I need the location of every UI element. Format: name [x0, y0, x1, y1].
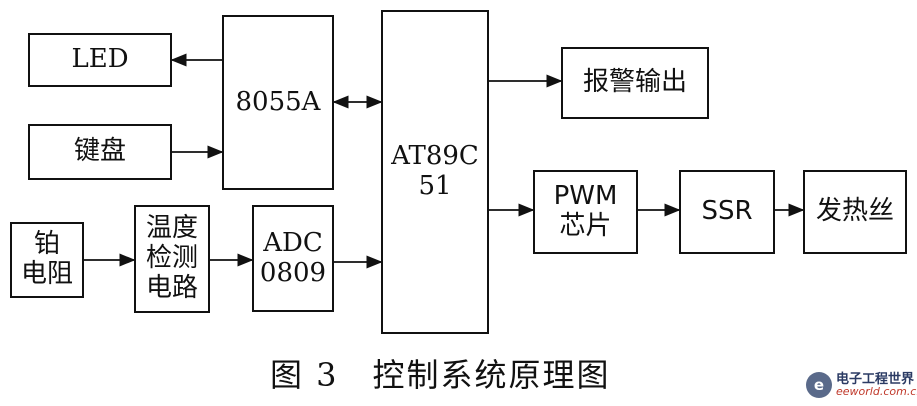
temp-label-line3: 电路	[145, 272, 198, 303]
chip-8055a-label: 8055A	[235, 86, 321, 117]
keyboard-label: 键盘	[73, 136, 126, 167]
platinum-resistor-block: 铂 电阻	[10, 222, 84, 298]
temp-label-line1: 温度	[145, 213, 198, 244]
watermark: e 电子工程世界 eeworld.com.cn	[806, 368, 917, 402]
pwm-label-line2: 芯片	[559, 211, 612, 241]
chip-8055a-block: 8055A	[222, 15, 334, 190]
watermark-title: 电子工程世界	[836, 372, 915, 387]
pwm-label-line1: PWM	[553, 181, 618, 212]
led-block: LED	[28, 33, 172, 87]
temp-detect-circuit-block: 温度 检测 电路	[134, 205, 210, 313]
alarm-output-block: 报警输出	[561, 47, 709, 119]
watermark-site: eeworld.com.cn	[836, 385, 917, 398]
adc-block: ADC 0809	[252, 205, 334, 312]
temp-label-line2: 检测	[145, 243, 198, 274]
mcu-label-line2: 51	[418, 171, 452, 201]
pwm-chip-block: PWM 芯片	[533, 170, 638, 254]
eeworld-logo-icon: e	[806, 372, 832, 398]
pt-label-line1: 铂	[33, 229, 60, 260]
adc-label-line2: 0809	[259, 257, 327, 288]
ssr-label: SSR	[701, 196, 753, 227]
alarm-output-label: 报警输出	[582, 67, 687, 98]
heater-block: 发热丝	[803, 170, 907, 254]
mcu-label-line1: AT89C	[391, 141, 479, 172]
adc-label-line1: ADC	[263, 227, 323, 258]
ssr-block: SSR	[679, 170, 775, 254]
pt-label-line2: 电阻	[20, 259, 73, 289]
figure-caption: 图 3 控制系统原理图	[270, 356, 611, 394]
heater-label: 发热丝	[815, 196, 894, 227]
keyboard-block: 键盘	[28, 124, 172, 180]
led-label: LED	[71, 44, 129, 75]
mcu-block: AT89C 51	[381, 10, 489, 334]
